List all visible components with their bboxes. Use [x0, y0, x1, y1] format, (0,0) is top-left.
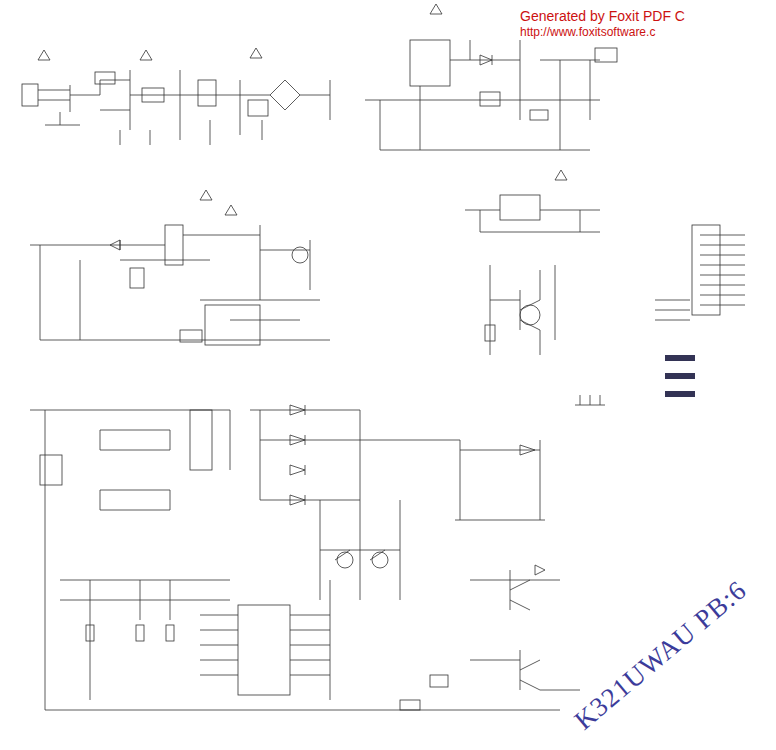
regulator-block [465, 170, 605, 405]
connector-block [655, 225, 745, 397]
pdf-generator-url: http://www.foxitsoftware.c [520, 25, 655, 39]
pdf-generator-note: Generated by Foxit PDF C [520, 8, 685, 24]
main-power-block [30, 405, 580, 710]
standby-block [30, 190, 330, 345]
input-filter [22, 48, 330, 145]
watermark: K321UWAU PB:6 [568, 574, 752, 735]
